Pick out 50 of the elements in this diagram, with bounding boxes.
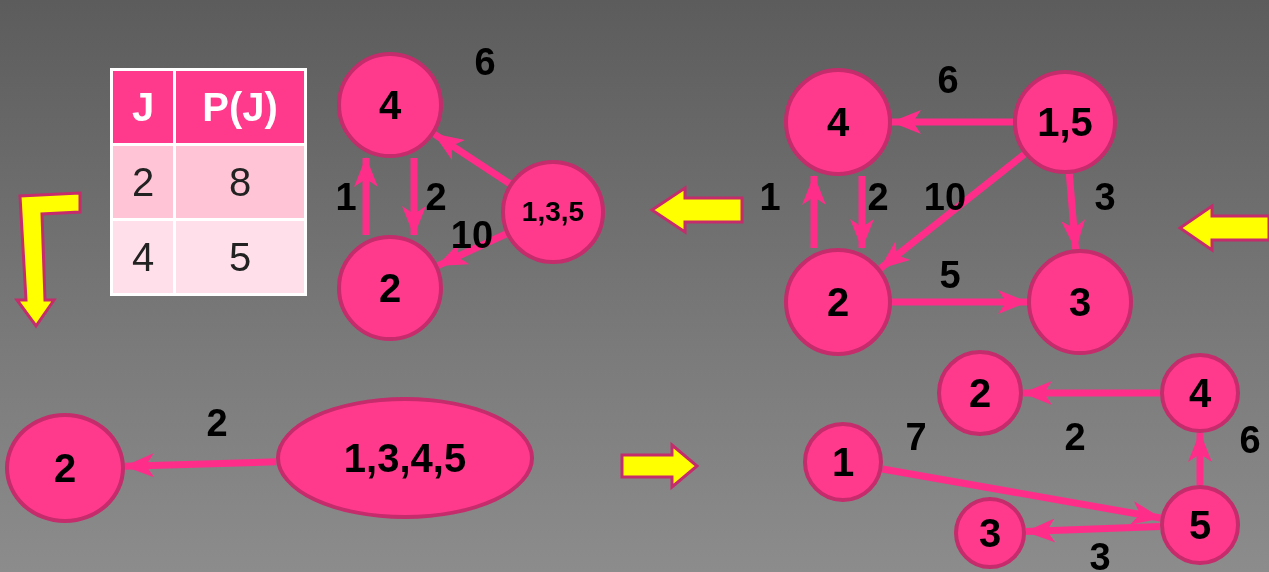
graph-node: 2: [937, 350, 1023, 436]
edge-weight: 1: [335, 175, 357, 219]
edge-weight: 1: [759, 175, 781, 219]
edge-weight: 3: [1094, 175, 1116, 219]
edge-weight: 2: [867, 175, 889, 219]
edge-weight: 6: [937, 58, 959, 102]
arrow: [436, 230, 508, 269]
arrow: [432, 131, 512, 187]
table-header: P(J): [174, 69, 306, 145]
graph-node: 1,3,5: [501, 160, 605, 264]
edge-weight: 10: [450, 213, 494, 257]
arrow: [892, 290, 1028, 314]
graph-node: 1: [803, 422, 883, 502]
arrow: [891, 110, 1013, 134]
arrow: [124, 453, 277, 478]
table-cell: 8: [174, 144, 306, 220]
graph-node: 4: [1160, 353, 1240, 433]
graph-node: 2: [337, 235, 443, 341]
arrow: [1022, 381, 1160, 405]
edge-weight: 3: [1089, 535, 1111, 572]
graph-node: 5: [1160, 485, 1240, 565]
edge-weight: 6: [1239, 418, 1261, 462]
arrow: [881, 465, 1162, 525]
arrow: [402, 158, 426, 236]
graph-node: 4: [337, 52, 443, 158]
edge-weight: 10: [923, 175, 967, 219]
graph-node: 3: [1027, 249, 1133, 355]
arrow: [850, 176, 874, 249]
arrow: [802, 175, 826, 248]
graph-node: 2: [784, 248, 892, 356]
graph-node: 1,3,4,5: [276, 397, 534, 519]
edge-weight: 6: [474, 40, 496, 84]
table-header: J: [111, 69, 175, 145]
arrow: [878, 151, 1027, 272]
table-cell: 4: [111, 219, 175, 295]
arrow: [1061, 173, 1086, 251]
graph-node: 4: [784, 68, 892, 176]
edge-weight: 5: [939, 253, 961, 297]
edge-weight: 2: [206, 401, 228, 445]
graph-node: 3: [954, 497, 1026, 569]
arrow: [1025, 518, 1161, 543]
edge-weight: 7: [905, 415, 927, 459]
table-cell: 2: [111, 144, 175, 220]
arrow: [354, 157, 378, 235]
graph-node: 2: [5, 413, 125, 523]
edge-weight: 2: [1064, 415, 1086, 459]
edge-weight: 2: [425, 175, 447, 219]
arrow: [1188, 432, 1212, 485]
table-cell: 5: [174, 219, 306, 295]
graph-node: 1,5: [1013, 70, 1117, 174]
